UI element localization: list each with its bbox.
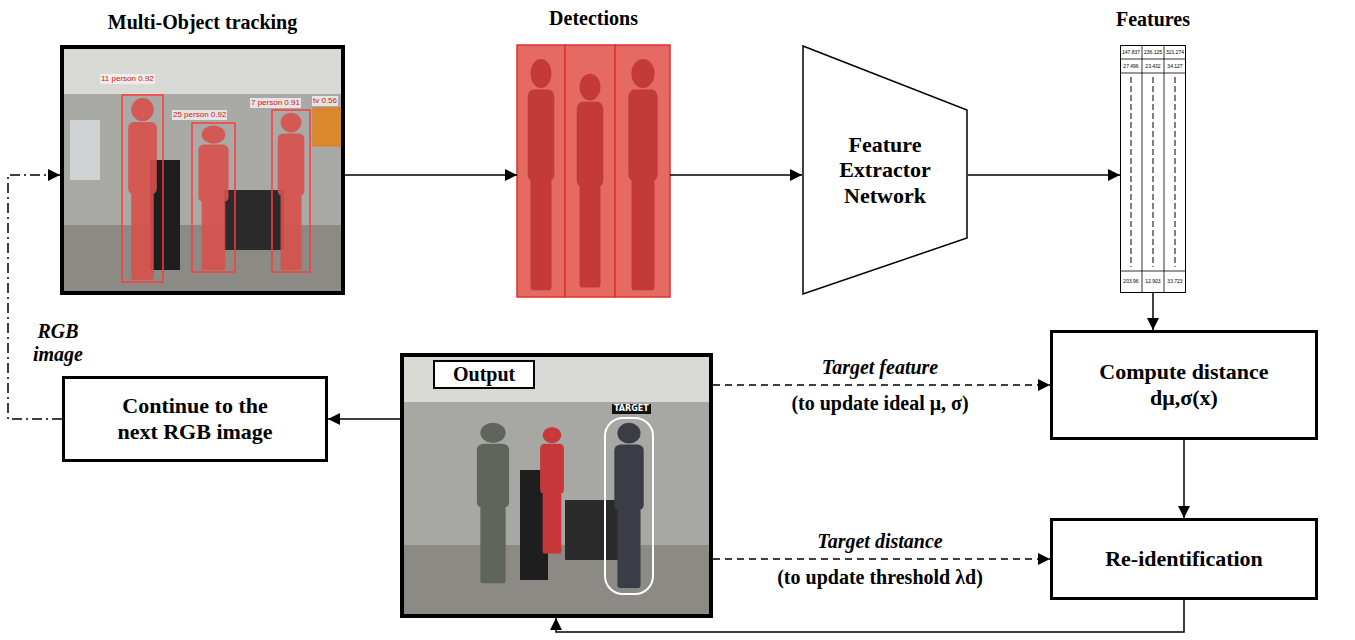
detection-box [272,110,310,272]
panel-heading: Detections [549,7,638,30]
edge-label: Target distance [814,530,945,553]
table-ellipsis [1175,77,1176,267]
detection-box [192,123,235,272]
feedback-arrow [713,384,1050,386]
panel-heading: Multi-Object tracking [108,11,297,34]
trapezoid-outline [803,46,967,294]
feedback-arrow [713,558,1050,560]
photo-wall [64,49,341,291]
table-ellipsis [1153,77,1154,267]
table-cell: 23.432 [1145,64,1160,70]
person-figure [540,427,564,553]
table-cell: 12.903 [1145,279,1160,285]
table-cell: 147.837 [1122,50,1140,56]
person-figure [528,59,555,290]
detection-label: tv 0.56 [312,96,338,106]
annotation-note: (to update ideal μ, σ) [788,392,971,415]
photo-floor [404,545,709,614]
feature-table: Features [1120,45,1186,293]
flow-arrow [1183,440,1185,518]
table-rule [1120,59,1186,60]
detection-crop [517,45,565,297]
table-rule [1142,45,1143,293]
table-cell: 203.96 [1123,279,1138,285]
detection-crop [615,45,670,297]
photo-window [70,120,100,180]
person-figure [128,98,157,280]
image-panel: Detections [517,45,670,297]
edge-label: Target feature [819,356,941,379]
table-rule [1120,271,1186,272]
person-figure [198,125,228,270]
image-panel: Output [400,353,713,618]
process-box: Continue to the next RGB image [62,376,328,462]
table-rule [1164,45,1165,293]
process-box: Compute distancedμ,σ(x) [1050,330,1318,440]
detection-label: 7 person 0.91 [250,98,301,108]
table-rule [1120,73,1186,74]
photo-tv [313,108,341,146]
detection-box [122,95,163,282]
person-figure [477,423,509,583]
table-cell: 236.125 [1144,50,1162,56]
person-figure [628,59,657,290]
table-cell: 27.496 [1123,64,1138,70]
detection-label: 11 person 0.92 [100,74,155,84]
photo-ceiling [64,49,341,94]
photo-ceiling [404,357,709,402]
person-figure [278,113,305,271]
table-cell: 33.723 [1167,279,1182,285]
panel-heading: Features [1116,8,1190,31]
detection-label: 25 person 0.92 [172,110,227,120]
table-ellipsis [1131,77,1132,267]
detection-crop [565,45,615,297]
table-cell: 321.274 [1166,50,1184,56]
formula-label: dμ,σ(x) [1150,385,1218,411]
photo-cart [224,190,284,250]
flow-arrow [968,174,1120,176]
target-tag: TARGET [612,404,651,414]
person-figure [577,74,604,288]
flow-arrow [670,174,802,176]
edge-label: RGB image [17,320,99,366]
panel-label: Output [433,360,535,389]
flow-arrow [1152,293,1154,330]
box-label: Feature Extractor Network [825,132,945,208]
process-box: Re-identification [1050,518,1318,600]
table-cell: 34.127 [1167,64,1182,70]
person-figure [614,423,643,588]
box-label: Compute distance [1099,359,1268,385]
annotation-note: (to update threshold λd) [774,566,986,589]
box-label: Continue to the next RGB image [105,393,285,446]
photo-wall [404,357,709,614]
box-label: Re-identification [1105,546,1263,572]
network-trapezoid: Feature Extractor Network [802,45,968,295]
target-outline [605,418,653,594]
flow-arrow [328,418,400,420]
loop-arrow [8,175,62,419]
flow-arrow [345,174,517,176]
